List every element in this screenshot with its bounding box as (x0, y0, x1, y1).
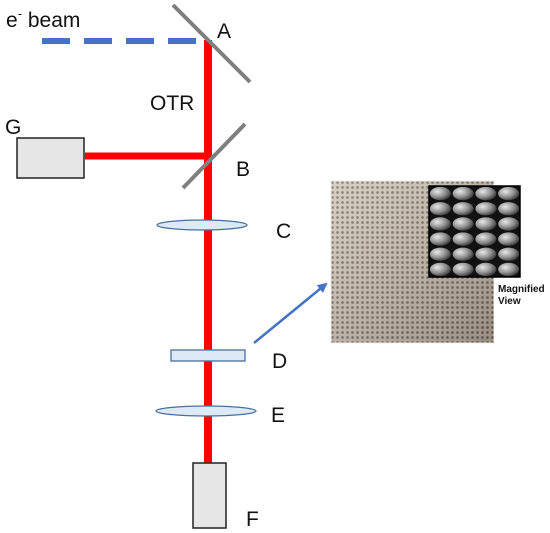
mirror-b (181, 122, 247, 190)
microlens-bump (429, 186, 451, 201)
beam-label: e- beam (6, 6, 80, 32)
mirror-a (171, 3, 252, 84)
microlens-bump (452, 262, 474, 277)
label-c: C (276, 220, 291, 243)
label-d: D (272, 350, 287, 373)
component-f-box (192, 462, 227, 529)
microlens-bump (475, 232, 497, 246)
label-g: G (5, 116, 21, 139)
magnified-inset (428, 185, 521, 278)
label-b: B (236, 158, 250, 181)
microlens-bump (452, 186, 474, 201)
microlens-bump (475, 247, 497, 261)
microlens-bump (429, 217, 451, 231)
microlens-bump (429, 262, 451, 277)
lens-c (156, 219, 248, 231)
microlens-bump (475, 262, 497, 277)
microlens-bump (475, 202, 497, 216)
microlens-bump (429, 232, 451, 246)
microlens-bump (498, 262, 520, 277)
microlens-bump (475, 186, 497, 201)
microlens-bump (498, 247, 520, 261)
microlens-bump (498, 186, 520, 201)
magnify-arrow (253, 282, 328, 344)
microlens-bump (498, 232, 520, 246)
lens-e (155, 405, 257, 417)
magnified-caption-line2: View (498, 296, 521, 307)
label-e: E (271, 404, 285, 427)
microlens-bump (452, 202, 474, 216)
label-f: F (246, 508, 259, 531)
microlens-bump (498, 217, 520, 231)
microlens-bump (429, 202, 451, 216)
label-otr: OTR (150, 92, 194, 115)
microlens-bump (498, 202, 520, 216)
plate-d (170, 349, 246, 362)
label-a: A (217, 20, 231, 43)
magnified-caption-line1: Magnified (498, 284, 545, 295)
microlens-bump (429, 247, 451, 261)
microlens-bump (452, 247, 474, 261)
microlens-bump (475, 217, 497, 231)
component-g-box (16, 137, 85, 179)
microlens-bump (452, 217, 474, 231)
microlens-bump (452, 232, 474, 246)
